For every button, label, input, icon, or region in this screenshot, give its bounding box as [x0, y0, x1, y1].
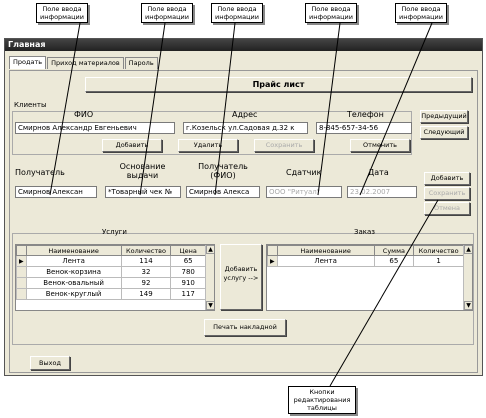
tab-sell[interactable]: Продать: [9, 56, 47, 69]
callout-2: Поле ввода информации: [141, 3, 193, 23]
order-col-qty[interactable]: Количество: [413, 245, 464, 256]
row-pointer-icon: ▶: [16, 255, 27, 267]
table-cell[interactable]: 92: [120, 277, 172, 289]
table-row[interactable]: ▶ Лента 65 1: [267, 255, 464, 267]
order-cancel-button[interactable]: Отмена: [424, 202, 470, 215]
table-row[interactable]: Венок-овальный 92 910: [16, 277, 206, 289]
tab-bar: Продать Приход материалов Пароль: [9, 56, 159, 70]
order-list-title: Заказ: [354, 228, 376, 236]
scroll-up-icon[interactable]: ▲: [464, 245, 472, 254]
row-indicator: [16, 266, 27, 278]
table-cell[interactable]: Венок-корзина: [25, 266, 122, 278]
table-cell[interactable]: 117: [170, 288, 206, 300]
scroll-down-icon[interactable]: ▼: [206, 301, 214, 310]
services-header-row: Наименование Количество Цена: [16, 245, 206, 256]
date-label: Дата: [368, 168, 389, 177]
order-save-button[interactable]: Сохранить: [424, 187, 470, 200]
exit-button[interactable]: Выход: [30, 356, 70, 370]
add-service-button[interactable]: Добавить услугу -->: [220, 244, 262, 310]
price-list-button[interactable]: Прайс лист: [85, 77, 472, 92]
table-cell[interactable]: 32: [120, 266, 172, 278]
clients-group-label: Клиенты: [14, 101, 47, 109]
print-invoice-button[interactable]: Печать накладной: [204, 319, 286, 336]
table-row[interactable]: Венок-корзина 32 780: [16, 266, 206, 278]
table-cell[interactable]: 65: [170, 255, 206, 267]
client-delete-button[interactable]: Удалить: [178, 139, 238, 152]
address-label: Адрес: [232, 110, 258, 119]
services-table[interactable]: Наименование Количество Цена ▶ Лента 114…: [15, 244, 215, 311]
table-row[interactable]: ▶ Лента 114 65: [16, 255, 206, 267]
sender-label: Сдатчик: [286, 168, 322, 177]
sender-field[interactable]: ООО "Ритуал": [266, 186, 342, 198]
scroll-up-icon[interactable]: ▲: [206, 245, 214, 254]
callout-1: Поле ввода информации: [36, 3, 88, 23]
services-title: Услуги: [102, 228, 127, 236]
table-cell[interactable]: 65: [373, 255, 415, 267]
table-cell[interactable]: 910: [170, 277, 206, 289]
client-add-button[interactable]: Добавить: [102, 139, 162, 152]
recipient-label: Получатель: [15, 168, 65, 177]
fio-field[interactable]: Смирнов Александр Евгеньевич: [15, 122, 175, 134]
table-cell[interactable]: Венок-овальный: [25, 277, 122, 289]
callout-3: Поле ввода информации: [211, 3, 263, 23]
basis-label: Основание выдачи: [119, 162, 166, 180]
services-scrollbar[interactable]: ▲ ▼: [205, 245, 214, 310]
prev-client-button[interactable]: Предыдущий: [420, 110, 468, 123]
date-field[interactable]: 23.02.2007: [347, 186, 417, 198]
table-cell[interactable]: 780: [170, 266, 206, 278]
row-indicator-header: [267, 245, 278, 256]
basis-field[interactable]: *Товарный чек №: [105, 186, 181, 198]
recipient-field[interactable]: Смирнов Алексан: [15, 186, 97, 198]
order-table[interactable]: Наименование Сумма Количество ▶ Лента 65…: [266, 244, 473, 311]
table-cell[interactable]: 114: [120, 255, 172, 267]
order-add-button[interactable]: Добавить: [424, 172, 470, 185]
next-client-button[interactable]: Следующий: [420, 126, 468, 139]
order-col-sum[interactable]: Сумма: [373, 245, 415, 256]
row-indicator: [16, 288, 27, 300]
row-pointer-icon: ▶: [267, 255, 278, 267]
table-cell[interactable]: 1: [413, 255, 464, 267]
services-col-price[interactable]: Цена: [170, 245, 206, 256]
window-title: Главная: [5, 39, 482, 51]
recipient-fio-label: Получатель (ФИО): [198, 162, 248, 180]
client-save-button[interactable]: Сохранить: [254, 139, 314, 152]
client-cancel-button[interactable]: Отменить: [350, 139, 410, 152]
row-indicator-header: [16, 245, 27, 256]
recipient-fio-field[interactable]: Смирнов Алекса: [186, 186, 260, 198]
services-col-qty[interactable]: Количество: [120, 245, 172, 256]
tables-group: [12, 233, 474, 345]
order-col-name[interactable]: Наименование: [276, 245, 375, 256]
table-cell[interactable]: Венок-круглый: [25, 288, 122, 300]
order-header-row: Наименование Сумма Количество: [267, 245, 464, 256]
main-window: Главная Продать Приход материалов Пароль…: [4, 38, 483, 376]
row-indicator: [16, 277, 27, 289]
callout-table-buttons: Кнопки редактирования таблицы: [288, 386, 356, 414]
table-cell[interactable]: Лента: [25, 255, 122, 267]
table-row[interactable]: Венок-круглый 149 117: [16, 288, 206, 300]
phone-field[interactable]: 8-845-657-34-56: [316, 122, 412, 134]
order-scrollbar[interactable]: ▲ ▼: [463, 245, 472, 310]
tab-materials[interactable]: Приход материалов: [47, 57, 124, 69]
tab-password[interactable]: Пароль: [124, 57, 158, 69]
services-col-name[interactable]: Наименование: [25, 245, 122, 256]
tab-panel: Прайс лист Клиенты ФИО Адрес Телефон Сми…: [9, 70, 478, 373]
callout-5: Поле ввода информации: [395, 3, 447, 23]
scroll-down-icon[interactable]: ▼: [464, 301, 472, 310]
callout-4: Поле ввода информации: [305, 3, 357, 23]
address-field[interactable]: г.Козельск ул.Садовая д.32 к: [183, 122, 308, 134]
phone-label: Телефон: [347, 110, 384, 119]
table-cell[interactable]: 149: [120, 288, 172, 300]
table-cell[interactable]: Лента: [276, 255, 375, 267]
fio-label: ФИО: [74, 110, 94, 119]
